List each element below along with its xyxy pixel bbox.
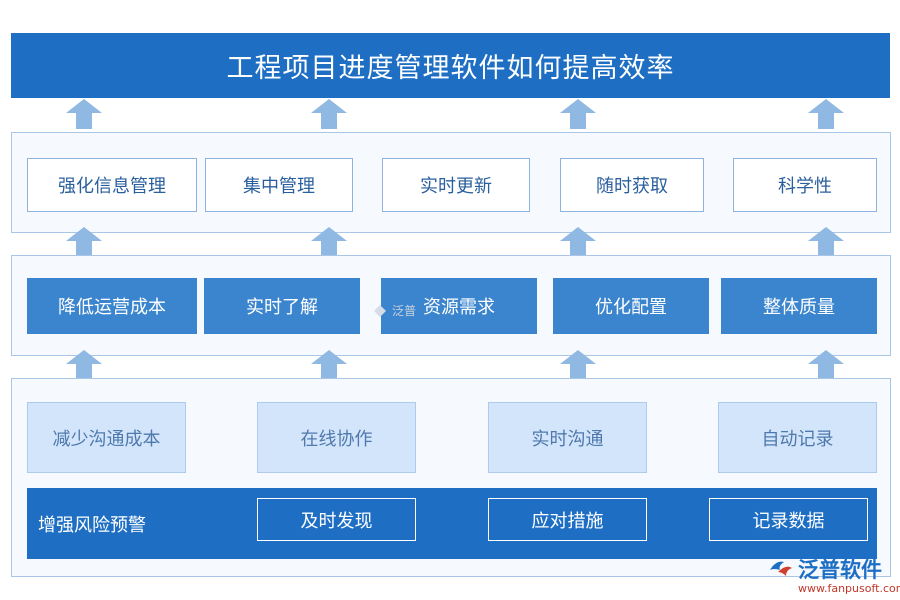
top-box: 强化信息管理: [27, 158, 197, 212]
brand-name: 泛普软件: [798, 557, 882, 582]
up-arrow-icon: [560, 227, 596, 257]
risk-item: 应对措施: [488, 498, 647, 541]
up-arrow-icon: [66, 350, 102, 380]
top-box: 科学性: [733, 158, 877, 212]
risk-label: 增强风险预警: [38, 514, 146, 536]
up-arrow-icon: [311, 350, 347, 380]
brand-logo-icon: [770, 561, 792, 576]
top-box: 实时更新: [382, 158, 530, 212]
brand-url: www.fanpusoft.com: [798, 582, 900, 595]
middle-box: 资源需求: [381, 278, 537, 334]
risk-bar: [27, 488, 877, 559]
bottom-box: 实时沟通: [488, 402, 647, 473]
up-arrow-icon: [808, 227, 844, 257]
up-arrow-icon: [311, 99, 347, 129]
up-arrow-icon: [560, 99, 596, 129]
risk-item: 及时发现: [257, 498, 416, 541]
up-arrow-icon: [311, 227, 347, 257]
page-title: 工程项目进度管理软件如何提高效率: [11, 33, 890, 98]
watermark-text: 泛普: [392, 304, 417, 318]
middle-box: 优化配置: [553, 278, 709, 334]
top-box: 随时获取: [560, 158, 704, 212]
bottom-box: 自动记录: [718, 402, 877, 473]
watermark-logo-icon: [374, 304, 386, 317]
up-arrow-icon: [66, 99, 102, 129]
watermark: 泛普: [372, 302, 416, 319]
bottom-box: 减少沟通成本: [27, 402, 186, 473]
top-box: 集中管理: [205, 158, 353, 212]
middle-box: 整体质量: [721, 278, 877, 334]
up-arrow-icon: [808, 99, 844, 129]
risk-item: 记录数据: [709, 498, 868, 541]
up-arrow-icon: [808, 350, 844, 380]
middle-box: 实时了解: [204, 278, 360, 334]
bottom-box: 在线协作: [257, 402, 416, 473]
middle-box: 降低运营成本: [27, 278, 197, 334]
up-arrow-icon: [66, 227, 102, 257]
brand-logo: 泛普软件 www.fanpusoft.com: [768, 554, 900, 598]
up-arrow-icon: [560, 350, 596, 380]
